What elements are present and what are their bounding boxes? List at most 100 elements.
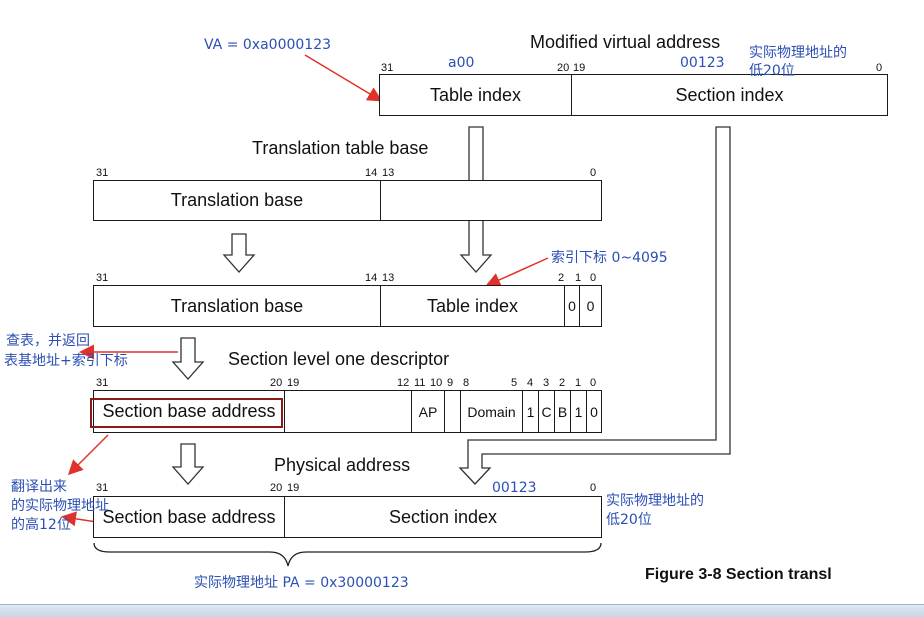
mva-title: Modified virtual address	[530, 32, 721, 52]
mva-table-index: Table index	[380, 75, 571, 115]
sld-bit-12: 12	[397, 377, 410, 389]
da-bit-13: 13	[382, 272, 395, 284]
sld-bit-3: 3	[543, 377, 550, 389]
hollow-arrow-section-index	[458, 126, 731, 485]
da-bit0-field: 0	[579, 286, 601, 326]
pa-section-base-address-label: Section base address	[102, 506, 276, 527]
sld-bit-31: 31	[96, 377, 109, 389]
hollow-arrow-translation-base	[222, 233, 256, 273]
da-bit-31: 31	[96, 272, 109, 284]
sld-bit1-value: 1	[574, 403, 583, 420]
sld-bit-0: 0	[590, 377, 597, 389]
pa-bit-20: 20	[270, 482, 283, 494]
da-translation-base: Translation base	[94, 286, 380, 326]
sld-domain: Domain	[460, 391, 522, 432]
ttb-bit-13: 13	[382, 167, 395, 179]
sld-bit1: 1	[570, 391, 586, 432]
note-va-low-desc-1: 实际物理地址的	[749, 45, 847, 61]
sld-bit-9: 9	[447, 377, 454, 389]
figure-caption: Figure 3-8 Section transl	[645, 566, 832, 583]
sld-b: B	[554, 391, 570, 432]
sld-bit-8: 8	[463, 377, 470, 389]
sld-reserved	[284, 391, 411, 432]
sld-b-label: B	[557, 403, 568, 420]
sld-bit-4: 4	[527, 377, 534, 389]
da-translation-base-label: Translation base	[170, 295, 304, 316]
da-bit0-value: 0	[586, 298, 595, 314]
ttb-bit-31: 31	[96, 167, 109, 179]
sld-domain-label: Domain	[467, 403, 516, 420]
pa-section-index-label: Section index	[388, 506, 498, 527]
note-va-low-desc-2: 低20位	[749, 63, 795, 79]
note-va: VA = 0xa0000123	[204, 37, 332, 53]
pa-title: Physical address	[274, 455, 411, 475]
note-translated-3: 的高12位	[11, 517, 71, 533]
da-bit-14: 14	[365, 272, 378, 284]
mva-bit-31: 31	[381, 62, 394, 74]
mva-bit-0: 0	[876, 62, 883, 74]
sld-bit-10: 10	[430, 377, 443, 389]
sld-bit-11: 11	[414, 377, 426, 389]
sld-section-base-address-label: Section base address	[102, 401, 276, 421]
sld-c: C	[538, 391, 554, 432]
note-pa-low-hex: 00123	[492, 480, 537, 496]
sld-bit0: 0	[586, 391, 601, 432]
mva-section-index-label: Section index	[675, 84, 784, 105]
da-bit-0: 0	[590, 272, 597, 284]
ttb-translation-base: Translation base	[94, 181, 380, 220]
da-bit-2: 2	[558, 272, 565, 284]
note-pa-low-desc-1: 实际物理地址的	[606, 493, 704, 509]
sld-bit-19: 19	[287, 377, 300, 389]
sld-bit9	[444, 391, 460, 432]
note-translated-1: 翻译出来	[11, 479, 67, 495]
hollow-arrow-to-physical	[171, 443, 205, 485]
section-base-highlight	[90, 398, 283, 428]
ttb-translation-base-label: Translation base	[170, 190, 304, 210]
sld-bit-2: 2	[559, 377, 566, 389]
ttb-bit-14: 14	[365, 167, 378, 179]
brace	[93, 542, 602, 567]
sld-section-base-address: Section base address	[94, 391, 284, 432]
mva-bit-20: 20	[557, 62, 570, 74]
note-lookup-2: 表基地址+索引下标	[4, 353, 128, 369]
ttb-empty-field	[380, 181, 601, 220]
note-pa: 实际物理地址 PA = 0x30000123	[194, 575, 409, 591]
sld-ap-label: AP	[418, 403, 438, 420]
sld-title: Section level one descriptor	[228, 349, 450, 369]
note-a00: a00	[448, 55, 475, 71]
ttb-register: Translation base	[93, 180, 602, 221]
note-index-range: 索引下标 0~4095	[551, 250, 668, 266]
viewer-toolbar-strip	[0, 604, 924, 617]
pa-bit-31: 31	[96, 482, 109, 494]
da-bit1-value: 0	[568, 298, 576, 314]
da-bit-1: 1	[575, 272, 582, 284]
ttb-title: Translation table base	[252, 138, 429, 158]
ttb-bit-0: 0	[590, 167, 597, 179]
sld-bit0-value: 0	[590, 403, 598, 420]
mva-table-index-label: Table index	[429, 84, 522, 105]
sld-bit-5: 5	[511, 377, 518, 389]
da-bit1-field: 0	[564, 286, 579, 326]
da-table-index: Table index	[380, 286, 564, 326]
sld-bit4: 1	[522, 391, 538, 432]
sld-bit-1: 1	[575, 377, 582, 389]
note-translated-2: 的实际物理地址	[11, 498, 109, 514]
sld-bit4-value: 1	[526, 403, 535, 420]
pa-section-base-address: Section base address	[94, 497, 284, 537]
sld-c-label: C	[541, 403, 552, 420]
descriptor-address-register: Translation base Table index 0 0	[93, 285, 602, 327]
mva-register: Table index Section index	[379, 74, 888, 116]
pa-bit-0: 0	[590, 482, 597, 494]
sld-register: Section base address AP Domain 1 C B 1 0	[93, 390, 602, 433]
pa-bit-19: 19	[287, 482, 300, 494]
pa-register: Section base address Section index	[93, 496, 602, 538]
note-lookup-1: 查表，并返回	[6, 333, 90, 349]
mva-section-index: Section index	[571, 75, 887, 115]
sld-bit-20: 20	[270, 377, 283, 389]
note-pa-low-desc-2: 低20位	[606, 512, 652, 528]
da-table-index-label: Table index	[426, 295, 519, 316]
pa-section-index: Section index	[284, 497, 601, 537]
hollow-arrow-to-descriptor	[171, 337, 205, 380]
mva-bit-19: 19	[573, 62, 586, 74]
note-va-low-hex: 00123	[680, 55, 725, 71]
